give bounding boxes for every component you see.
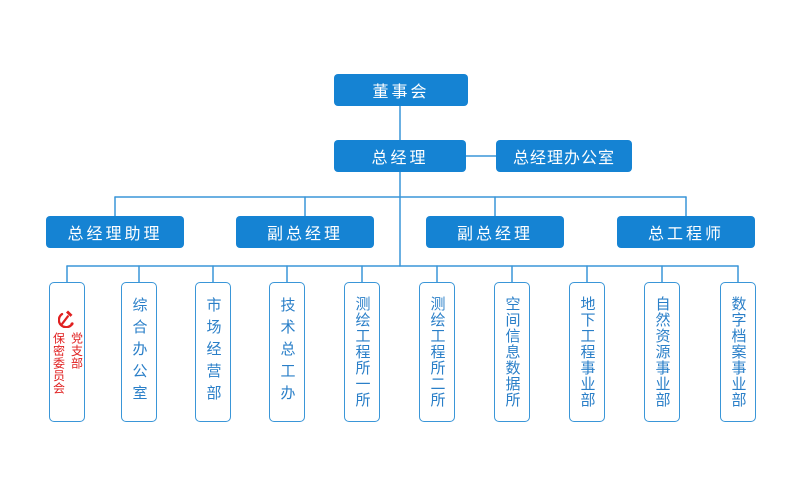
dept-label: 测绘工程所二所 bbox=[428, 296, 447, 408]
dept-label: 空间信息数据所 bbox=[503, 296, 522, 408]
deputy-label: 总经理助理 bbox=[67, 224, 163, 243]
dept-party-branch[interactable]: 党支部 保密委员会 bbox=[49, 282, 85, 422]
deputy-vice-gm-2-box[interactable]: 副总经理 bbox=[426, 216, 564, 248]
dept-marketing[interactable]: 市场经营部 bbox=[195, 282, 231, 422]
dept-label: 数字档案事业部 bbox=[729, 296, 748, 408]
hammer-sickle-icon bbox=[58, 310, 74, 328]
secrecy-committee-label: 保密委员会 bbox=[51, 331, 66, 395]
deputy-label: 副总经理 bbox=[266, 224, 343, 243]
dept-label: 自然资源事业部 bbox=[653, 296, 672, 408]
dept-spatial-data[interactable]: 空间信息数据所 bbox=[494, 282, 530, 422]
dept-label: 测绘工程所一所 bbox=[353, 296, 372, 408]
deputy-vice-gm-1-box[interactable]: 副总经理 bbox=[236, 216, 374, 248]
dept-underground[interactable]: 地下工程事业部 bbox=[569, 282, 605, 422]
dept-tech-office[interactable]: 技术总工办 bbox=[269, 282, 305, 422]
board-label: 董事会 bbox=[372, 82, 430, 101]
gm-label: 总经理 bbox=[371, 148, 429, 167]
party-text-columns: 党支部 保密委员会 bbox=[51, 332, 84, 395]
dept-general-office[interactable]: 综合办公室 bbox=[121, 282, 157, 422]
party-branch-content: 党支部 保密委员会 bbox=[51, 310, 84, 395]
dept-label: 综合办公室 bbox=[130, 297, 149, 407]
dept-label: 市场经营部 bbox=[204, 297, 223, 407]
deputy-label: 总工程师 bbox=[647, 224, 724, 243]
gm-box[interactable]: 总经理 bbox=[334, 140, 466, 172]
deputy-label: 副总经理 bbox=[456, 224, 533, 243]
party-branch-label: 党支部 bbox=[69, 331, 84, 370]
dept-digital-archives[interactable]: 数字档案事业部 bbox=[720, 282, 756, 422]
gm-office-box[interactable]: 总经理办公室 bbox=[496, 140, 632, 172]
dept-label: 地下工程事业部 bbox=[578, 296, 597, 408]
board-box[interactable]: 董事会 bbox=[334, 74, 468, 106]
gm-office-label: 总经理办公室 bbox=[512, 148, 615, 167]
dept-survey-2[interactable]: 测绘工程所二所 bbox=[419, 282, 455, 422]
dept-label: 技术总工办 bbox=[278, 297, 297, 407]
deputy-assistant-gm-box[interactable]: 总经理助理 bbox=[46, 216, 184, 248]
dept-survey-1[interactable]: 测绘工程所一所 bbox=[344, 282, 380, 422]
deputy-chief-engineer-box[interactable]: 总工程师 bbox=[617, 216, 755, 248]
dept-natural-resources[interactable]: 自然资源事业部 bbox=[644, 282, 680, 422]
